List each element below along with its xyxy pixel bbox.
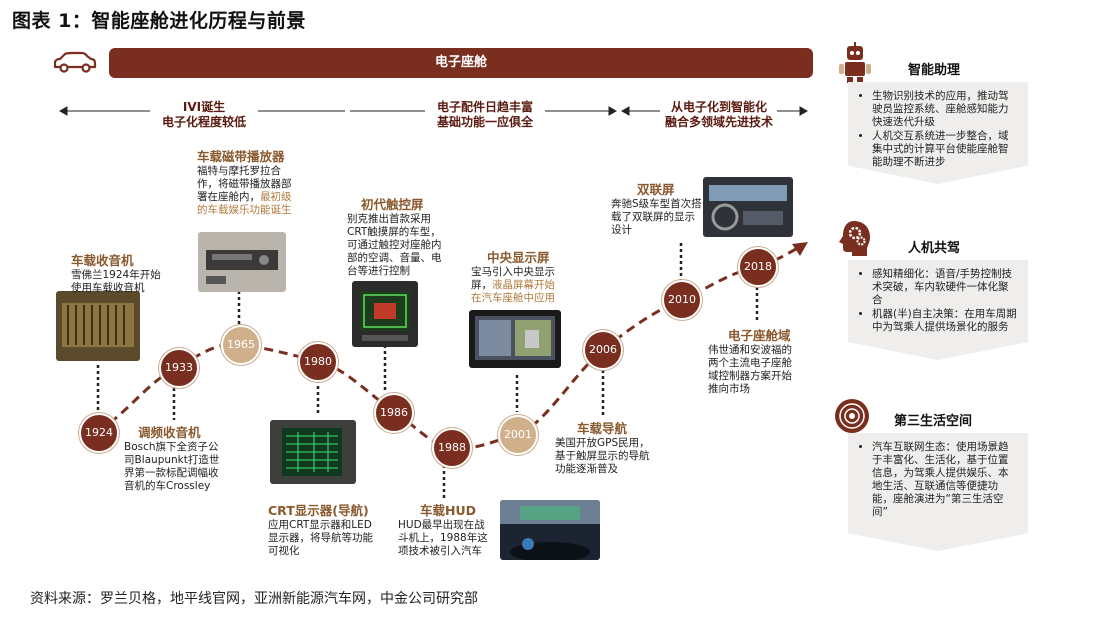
milestone-touch: 初代触控屏 别克推出首款采用CRT触摸屏的车型，可通过触控对座舱内部的空调、音量… <box>347 194 443 278</box>
milestone-title: CRT显示器(导航) <box>268 503 369 518</box>
milestone-desc: 奔驰S级车型首次搭载了双联屏的显示设计 <box>611 198 702 236</box>
panel-item: 人机交互系统进一步整合，域集中式的计算平台使能座舱智能助理不断进步 <box>872 130 1018 169</box>
radio-photo <box>56 291 140 361</box>
milestone-desc: HUD最早出现在战斗机上，1988年这项技术被引入汽车 <box>398 519 488 557</box>
milestone-radio: 车载收音机 雪佛兰1924年开始使用车载收音机 <box>71 250 171 295</box>
touchscreen-photo <box>352 281 418 347</box>
panel-item: 感知精细化：语音/手势控制技术突破，车内软硬件一体化聚合 <box>872 268 1018 307</box>
head-gears-icon <box>839 221 870 256</box>
year-circle-1924: 1924 <box>79 413 119 453</box>
milestone-title: 车载磁带播放器 <box>197 149 285 164</box>
phase-arrows <box>58 106 809 116</box>
milestone-title: 车载HUD <box>420 503 476 518</box>
year-circle-2001: 2001 <box>498 415 538 455</box>
milestone-desc-highlight: 液晶屏幕开始在汽车座舱中应用 <box>471 279 555 304</box>
year-circle-1986: 1986 <box>374 393 414 433</box>
milestone-desc: 应用CRT显示器和LED显示器，将导航等功能可视化 <box>268 519 373 557</box>
milestone-title: 电子座舱域 <box>728 328 791 343</box>
panel-human-machine-codriving: 感知精细化：语音/手势控制技术突破，车内软硬件一体化聚合 机器(半)自主决策：在… <box>848 260 1028 360</box>
year-circle-2006: 2006 <box>583 330 623 370</box>
robot-icon <box>839 42 871 83</box>
panel-title-human-machine-codriving: 人机共驾 <box>908 241 961 256</box>
panel-third-living-space: 汽车互联网生态：使用场景趋于丰富化、生活化，基于位置信息，为驾乘人提供娱乐、本地… <box>848 433 1028 551</box>
crt-navigation-photo <box>270 420 356 484</box>
phase-1-label: IVI诞生电子化程度较低 <box>161 100 246 129</box>
milestone-central: 中央显示屏 宝马引入中央显示屏，液晶屏幕开始在汽车座舱中应用 <box>471 247 563 305</box>
milestone-desc: 别克推出首款采用CRT触摸屏的车型，可通过触控对座舱内部的空调、音量、电台等进行… <box>347 213 442 277</box>
panel-item: 汽车互联网生态：使用场景趋于丰富化、生活化，基于位置信息，为驾乘人提供娱乐、本地… <box>872 441 1018 519</box>
milestone-hud: 车载HUD HUD最早出现在战斗机上，1988年这项技术被引入汽车 <box>398 500 494 558</box>
figure-title: 图表 1：智能座舱进化历程与前景 <box>12 10 306 32</box>
phase-2-label: 电子配件日趋丰富基础功能一应俱全 <box>436 100 533 129</box>
year-circle-2018: 2018 <box>738 247 778 287</box>
central-display-photo <box>469 310 561 368</box>
car-icon <box>53 51 97 73</box>
milestone-title: 车载导航 <box>577 421 628 436</box>
dual-screen-photo <box>703 177 793 237</box>
panel-smart-assistant: 生物识别技术的应用，推动驾驶员监控系统、座舱感知能力快速迭代升级 人机交互系统进… <box>848 82 1028 184</box>
panel-item: 机器(半)自主决策：在用车周期中为驾乘人提供场景化的服务 <box>872 308 1018 334</box>
milestone-tape: 车载磁带播放器 福特与摩托罗拉合作，将磁带播放器部署在座舱内，最初级的车载娱乐功… <box>197 146 293 217</box>
year-circle-1980: 1980 <box>298 342 338 382</box>
milestone-nav: 车载导航 美国开放GPS民用，基于触屏显示的导航功能逐渐普及 <box>555 418 651 476</box>
phase-3-label: 从电子化到智能化融合多领域先进技术 <box>664 100 773 129</box>
milestone-desc: 伟世通和安波福的两个主流电子座舱域控制器方案开始推向市场 <box>708 344 792 395</box>
milestone-desc: 宝马引入中央显示屏， <box>471 266 555 291</box>
panel-item: 生物识别技术的应用，推动驾驶员监控系统、座舱感知能力快速迭代升级 <box>872 90 1018 129</box>
milestone-dual: 双联屏 奔驰S级车型首次搭载了双联屏的显示设计 <box>611 179 703 237</box>
milestone-title: 双联屏 <box>637 182 675 197</box>
milestone-fm: 调频收音机 Bosch旗下全资子公司Blaupunkt打造世界第一款标配调幅收音… <box>124 422 222 493</box>
year-circle-2010: 2010 <box>662 280 702 320</box>
banner-electronic-cockpit: 电子座舱 <box>109 48 813 78</box>
milestone-desc-highlight: 最初级的车载娱乐功能诞生 <box>197 191 292 216</box>
year-circle-1933: 1933 <box>159 348 199 388</box>
milestone-desc: Bosch旗下全资子公司Blaupunkt打造世界第一款标配调幅收音机的车Cro… <box>124 441 220 492</box>
tape-player-photo <box>198 232 286 292</box>
milestone-title: 车载收音机 <box>71 253 134 268</box>
milestone-desc: 雪佛兰1924年开始使用车载收音机 <box>71 269 161 294</box>
milestone-title: 中央显示屏 <box>487 250 550 265</box>
hud-photo <box>500 500 600 560</box>
panel-title-third-living-space: 第三生活空间 <box>894 414 973 429</box>
source-note: 资料来源：罗兰贝格，地平线官网，亚洲新能源汽车网，中金公司研究部 <box>30 591 478 607</box>
milestone-title: 初代触控屏 <box>361 197 424 212</box>
milestone-title: 调频收音机 <box>138 425 201 440</box>
disc-icon <box>835 399 869 433</box>
milestone-domain: 电子座舱域 伟世通和安波福的两个主流电子座舱域控制器方案开始推向市场 <box>708 325 800 396</box>
milestone-desc: 美国开放GPS民用，基于触屏显示的导航功能逐渐普及 <box>555 437 650 475</box>
milestone-desc: 福特与摩托罗拉合作，将磁带播放器部署在座舱内， <box>197 165 292 203</box>
milestone-crt: CRT显示器(导航) 应用CRT显示器和LED显示器，将导航等功能可视化 <box>268 500 378 558</box>
panel-title-smart-assistant: 智能助理 <box>908 63 961 78</box>
year-circle-1965: 1965 <box>221 325 261 365</box>
year-circle-1988: 1988 <box>432 428 472 468</box>
